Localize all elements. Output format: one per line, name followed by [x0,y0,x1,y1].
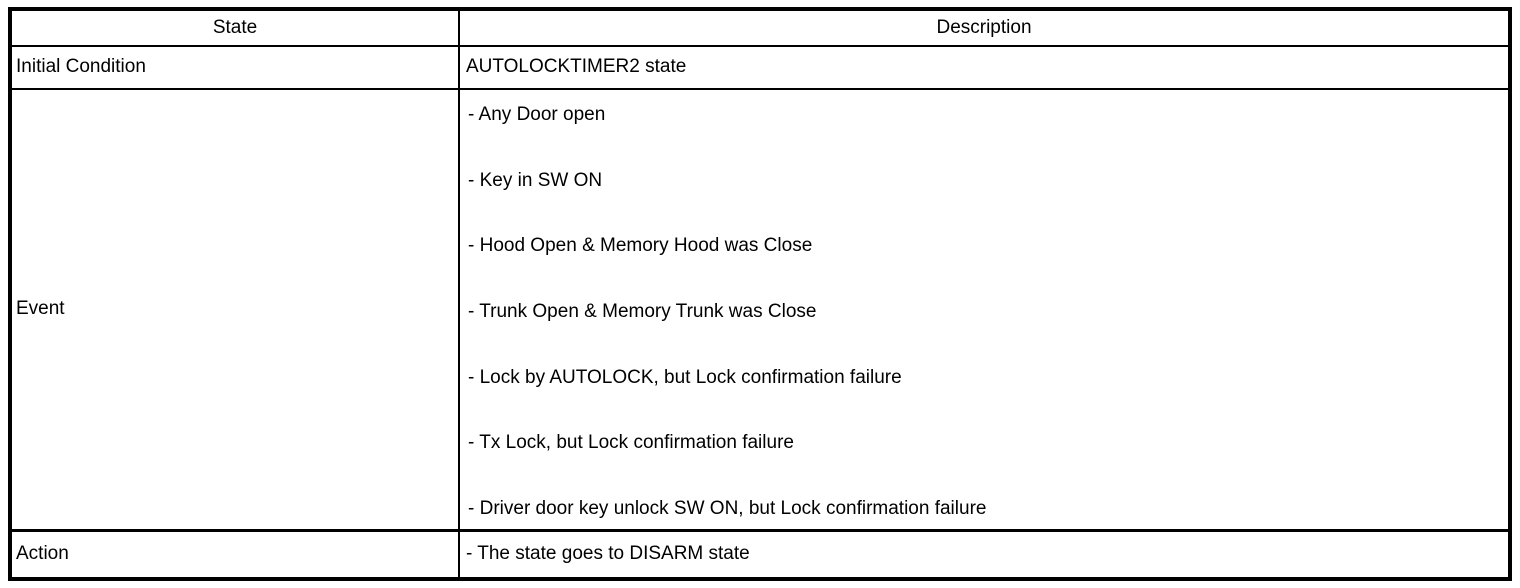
row-action-value: - The state goes to DISARM state [466,543,750,565]
header-description-label: Description [936,16,1032,38]
row-initial-condition-state-cell: Initial Condition [12,47,460,90]
row-initial-condition-value: AUTOLOCKTIMER2 state [466,56,687,78]
header-state-label: State [212,16,258,38]
row-action-state-cell: Action [12,532,460,577]
state-description-table: State Description Initial Condition AUTO… [8,7,1512,581]
event-item: - Tx Lock, but Lock confirmation failure [468,432,794,454]
header-description: Description [460,11,1508,47]
event-item: - Lock by AUTOLOCK, but Lock confirmatio… [468,366,902,388]
event-item: - Trunk Open & Memory Trunk was Close [468,301,817,323]
event-item: - Any Door open [468,104,606,125]
event-item: - Driver door key unlock SW ON, but Lock… [468,498,987,520]
row-event-description-cell: - Any Door open - Key in SW ON - Hood Op… [460,90,1508,532]
row-action-description-cell: - The state goes to DISARM state [460,532,1508,577]
row-event-state-cell: Event [12,90,460,532]
row-initial-condition-description-cell: AUTOLOCKTIMER2 state [460,47,1508,90]
header-state: State [12,11,460,47]
event-item: - Key in SW ON [468,169,603,191]
row-event-label: Event [16,298,65,320]
event-item: - Hood Open & Memory Hood was Close [468,235,813,257]
row-action-label: Action [16,543,69,565]
row-initial-condition-label: Initial Condition [16,56,146,78]
